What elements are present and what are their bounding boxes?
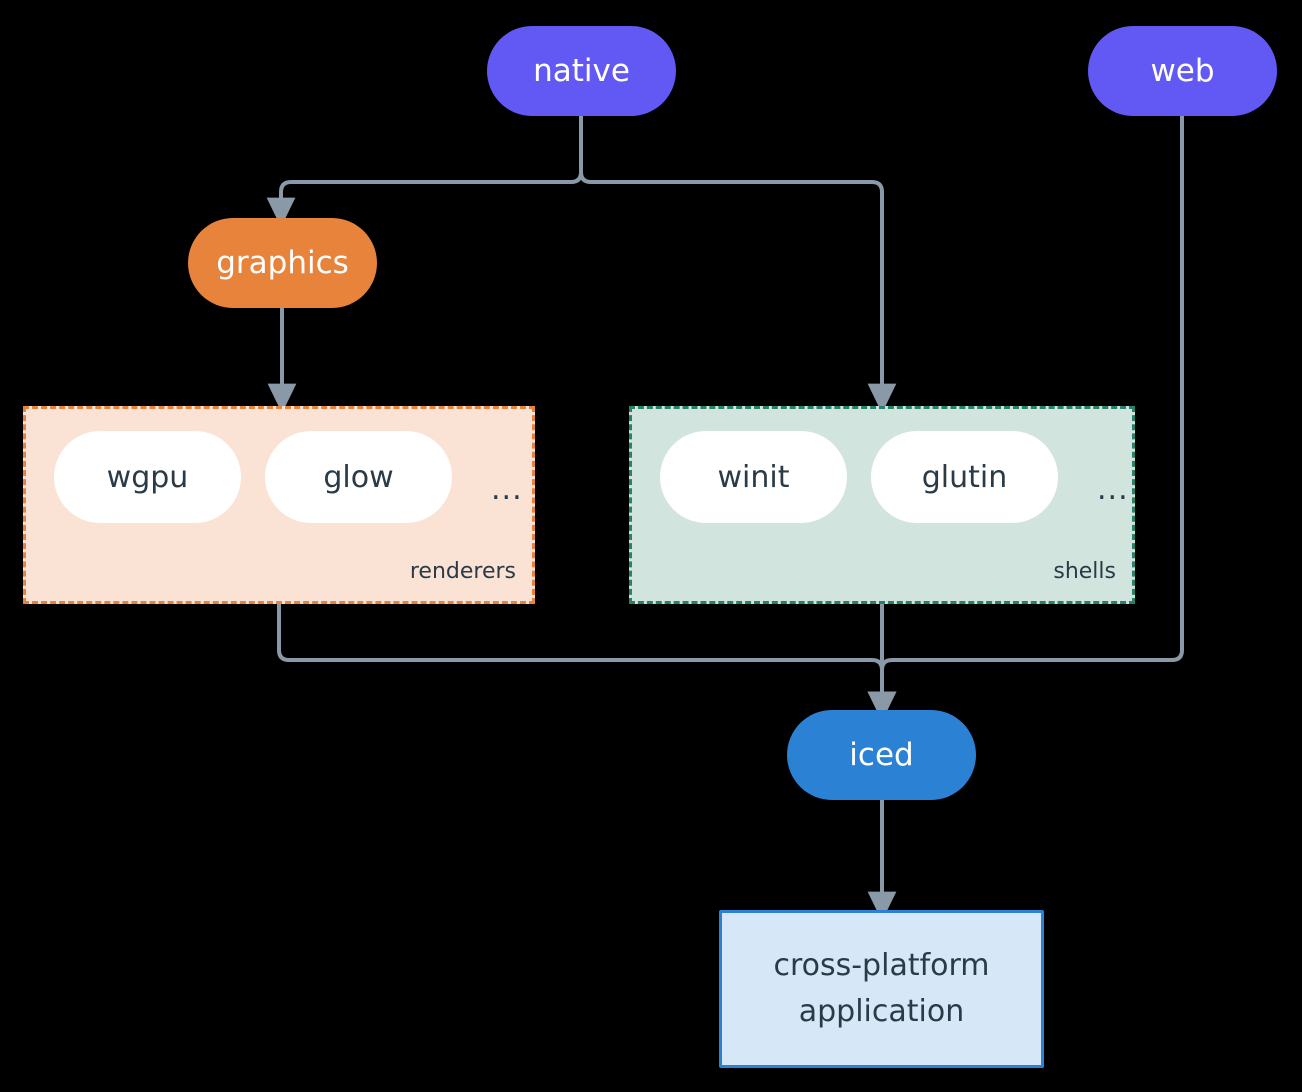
group-renderers: wgpu glow ... renderers: [23, 406, 535, 604]
group-shells-item-glutin[interactable]: glutin: [871, 431, 1058, 523]
edge-renderers-to-iced: [277, 604, 897, 722]
node-application-line1: cross-platform: [773, 947, 990, 983]
node-web-label: web: [1150, 52, 1215, 89]
node-application[interactable]: cross-platform application: [719, 910, 1044, 1068]
group-renderers-item-wgpu[interactable]: wgpu: [54, 431, 241, 523]
group-renderers-item-wgpu-label: wgpu: [106, 459, 189, 495]
node-graphics-label: graphics: [216, 244, 349, 281]
group-renderers-item-glow-label: glow: [323, 459, 394, 495]
node-graphics[interactable]: graphics: [188, 218, 377, 308]
group-shells-item-winit-label: winit: [717, 459, 790, 495]
group-shells-label: shells: [1053, 559, 1116, 584]
group-renderers-label: renderers: [409, 559, 516, 584]
edge-native-split: [266, 116, 583, 228]
node-iced[interactable]: iced: [787, 710, 976, 800]
node-native[interactable]: native: [487, 26, 676, 116]
node-native-label: native: [533, 52, 630, 89]
node-application-line2: application: [798, 994, 965, 1029]
group-renderers-item-glow[interactable]: glow: [265, 431, 452, 523]
node-iced-label: iced: [849, 736, 914, 773]
edge-native-to-shells: [579, 116, 897, 414]
group-shells-item-glutin-label: glutin: [921, 459, 1008, 495]
group-shells-ellipsis: ...: [1097, 472, 1129, 507]
node-web[interactable]: web: [1088, 26, 1277, 116]
group-shells: winit glutin ... shells: [629, 406, 1135, 604]
group-renderers-ellipsis: ...: [491, 472, 523, 507]
group-shells-item-winit[interactable]: winit: [660, 431, 847, 523]
